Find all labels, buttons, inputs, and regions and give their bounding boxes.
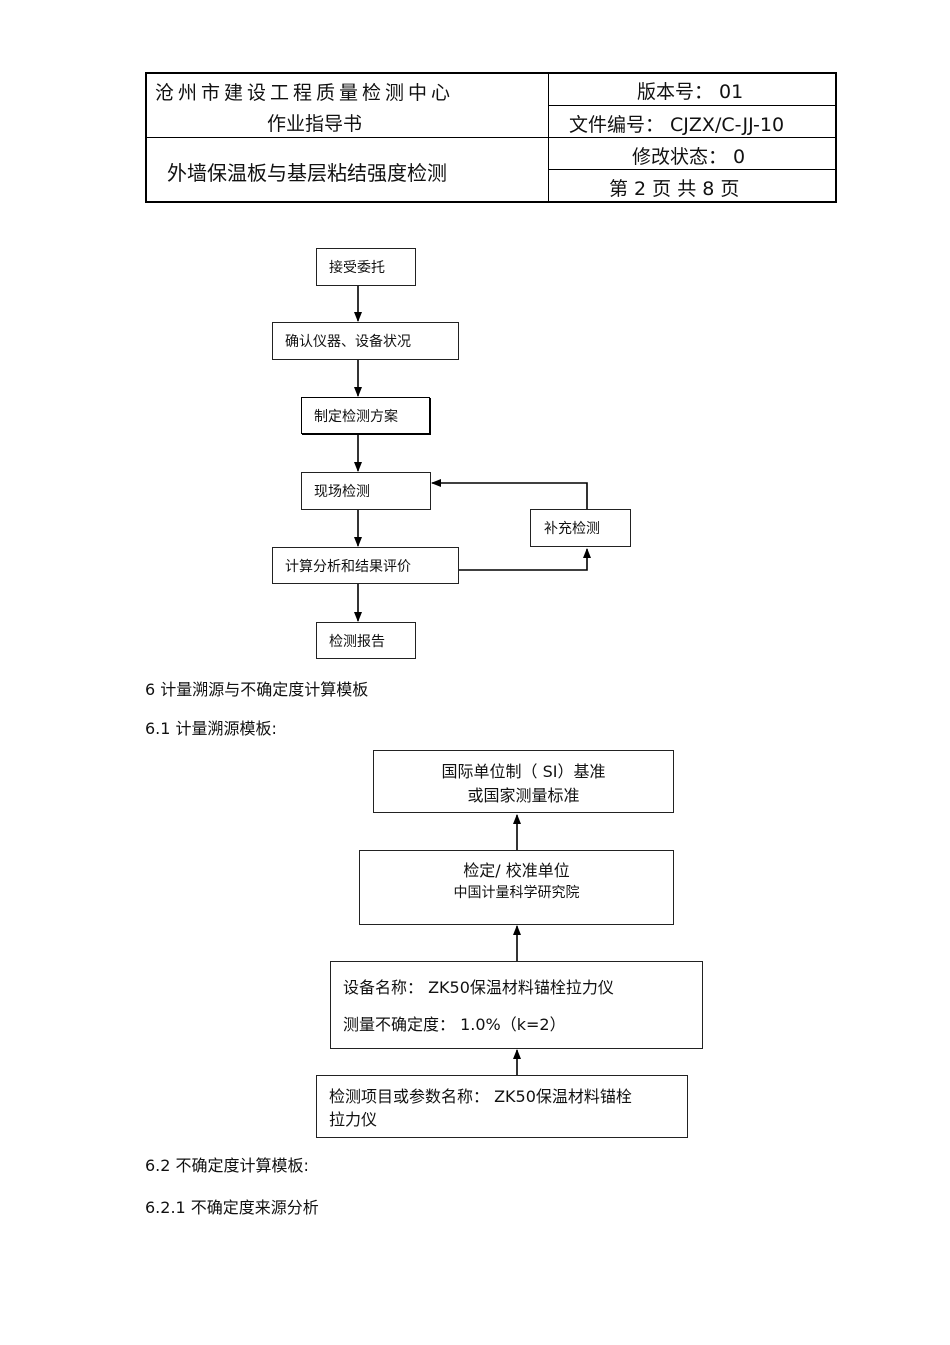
trace-box-line: 检定/ 校准单位	[463, 861, 570, 880]
header-rule	[147, 137, 548, 138]
trace-box-line: 国际单位制（ SI）基准	[441, 762, 606, 781]
header-rule	[548, 105, 835, 106]
section-6-2-1-heading: 6.2.1 不确定度来源分析	[145, 1198, 319, 1217]
section-6-2-heading: 6.2 不确定度计算模板:	[145, 1156, 309, 1175]
flow-step-onsite: 现场检测	[301, 472, 431, 510]
header-rule	[548, 169, 835, 170]
trace-box-equipment: 设备名称： ZK50保温材料锚栓拉力仪 测量不确定度： 1.0%（k=2）	[330, 961, 703, 1049]
trace-box-calibration: 检定/ 校准单位 中国计量科学研究院	[359, 850, 674, 925]
header-rule	[548, 137, 835, 138]
flow-step-label: 补充检测	[544, 521, 600, 537]
flow-step-label: 现场检测	[314, 484, 370, 500]
flow-step-plan: 制定检测方案	[301, 397, 430, 434]
org-name: 沧州市建设工程质量检测中心	[155, 82, 455, 104]
file-no: 文件编号： CJZX/C-JJ-10	[569, 114, 785, 136]
flow-step-label: 制定检测方案	[314, 408, 398, 425]
flow-step-supplement: 补充检测	[530, 509, 631, 547]
trace-box-line: 设备名称： ZK50保温材料锚栓拉力仪	[343, 978, 614, 997]
trace-box-line: 或国家测量标准	[467, 786, 580, 805]
flow-step-confirm: 确认仪器、设备状况	[272, 322, 459, 360]
section-6-heading: 6 计量溯源与不确定度计算模板	[145, 680, 369, 699]
doc-title: 外墙保温板与基层粘结强度检测	[167, 161, 447, 185]
flow-step-report: 检测报告	[316, 622, 416, 659]
section-6-1-heading: 6.1 计量溯源模板:	[145, 719, 277, 738]
trace-box-line: 测量不确定度： 1.0%（k=2）	[343, 1015, 566, 1034]
revision-status: 修改状态： 0	[632, 146, 746, 168]
trace-box-si-standard: 国际单位制（ SI）基准 或国家测量标准	[373, 750, 674, 813]
trace-box-test-item: 检测项目或参数名称： ZK50保温材料锚栓 拉力仪	[316, 1075, 688, 1138]
page-number: 第 2 页 共 8 页	[609, 178, 740, 200]
header-table: 沧州市建设工程质量检测中心 作业指导书 外墙保温板与基层粘结强度检测 版本号： …	[145, 72, 837, 203]
flow-step-label: 计算分析和结果评价	[285, 558, 411, 575]
flow-step-label: 接受委托	[329, 260, 385, 276]
trace-box-line: 拉力仪	[329, 1110, 378, 1129]
trace-box-line: 中国计量科学研究院	[453, 885, 580, 901]
flow-step-receive: 接受委托	[316, 248, 416, 286]
doc-type: 作业指导书	[267, 113, 363, 135]
flow-step-label: 检测报告	[329, 633, 385, 650]
flow-step-analysis: 计算分析和结果评价	[272, 547, 459, 584]
version-no: 版本号： 01	[637, 81, 744, 103]
flow-step-label: 确认仪器、设备状况	[285, 334, 411, 350]
trace-box-line: 检测项目或参数名称： ZK50保温材料锚栓	[329, 1087, 632, 1106]
